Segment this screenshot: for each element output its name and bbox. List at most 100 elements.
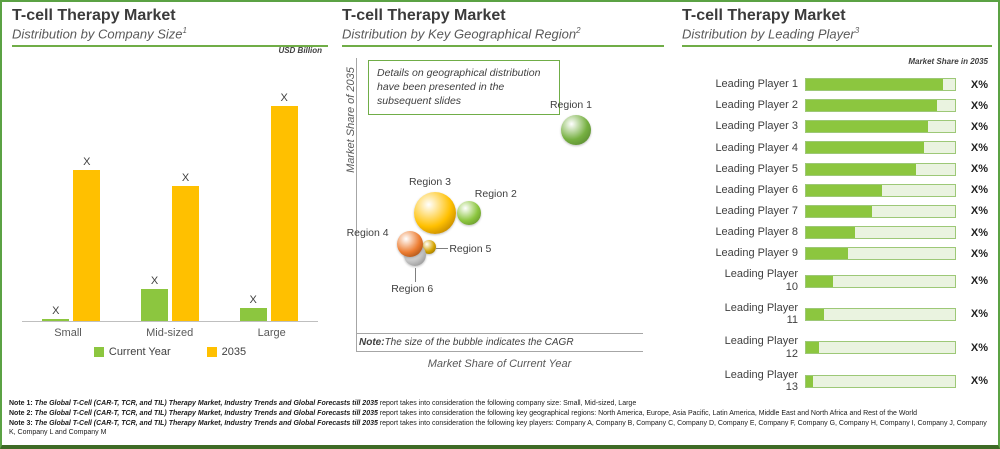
player-bar-track [805,78,956,91]
player-row: Leading Player 5 X% [686,162,990,176]
callout-box: Details on geographical distribution hav… [368,60,560,115]
player-row: Leading Player 13 X% [686,369,990,394]
player-bar-fill [806,100,938,112]
player-label: Leading Player 9 [715,247,798,260]
player-value-label: X% [970,184,988,197]
usd-billion-label: USD Billion [278,46,322,55]
panel1-subtitle: Distribution by Company Size1 [12,26,328,41]
footnote-2-text: report takes into consideration the foll… [379,409,918,417]
bar-current-year [239,308,267,321]
player-bar-fill [806,121,929,133]
panel3-footnote-ref: 3 [854,26,860,36]
player-bar-track [805,162,956,176]
player-label: Leading Player 6 [715,183,798,196]
player-value-label: X% [970,375,988,388]
player-bar-track [805,341,956,355]
player-value-label: X% [970,275,988,288]
bar-value-label: X [181,172,190,184]
footnote-3: Note 3: The Global T-Cell (CAR-T, TCR, a… [9,419,993,439]
player-value-label: X% [970,226,988,239]
player-value-label: X% [970,308,988,321]
player-bar-track [805,247,956,261]
player-row: Leading Player 6 X% [686,183,990,197]
panel2-subtitle: Distribution by Key Geographical Region2 [342,26,664,41]
footnote-3-label: Note 3: [9,419,33,427]
panel1-header-underline [12,44,328,47]
panel1-title: T-cell Therapy Market [12,7,176,24]
footnote-2-label: Note 2: [9,409,33,417]
panel3-subtitle: Distribution by Leading Player3 [682,26,992,41]
player-bar-fill [806,308,824,320]
player-bar-track [805,204,956,218]
bar-column: X [270,93,298,321]
player-value-label: X% [970,163,988,176]
panel2-header-underline [342,44,664,47]
player-label: Leading Player 12 [724,335,798,360]
panel1-footnote-ref: 1 [182,26,187,36]
bar-column: X [171,172,199,321]
player-bar-fill [806,184,882,196]
footnote-3-report-title: The Global T-Cell (CAR-T, TCR, and TIL) … [32,419,380,427]
bubble-region-2 [456,201,481,226]
bar-value-label: X [150,275,159,287]
player-label: Leading Player 4 [715,141,798,154]
bubble-label-region-5: Region 5 [449,242,492,255]
footnote-1-label: Note 1: [9,400,33,407]
player-row: Leading Player 4 X% [686,141,990,155]
bubble-region-5 [422,239,437,254]
footnote-1: Note 1: The Global T-Cell (CAR-T, TCR, a… [9,399,993,409]
y-axis-line [356,58,357,352]
player-bar-fill [806,342,820,354]
legend-label: 2035 [221,346,247,358]
player-row: Leading Player 11 X% [686,302,990,327]
label-connector-region-6 [415,267,417,282]
player-bar-track [805,307,956,321]
bar-2035 [73,170,101,321]
panel2-header: T-cell Therapy Market Distribution by Ke… [338,2,668,47]
panel-geographical-region: T-cell Therapy Market Distribution by Ke… [338,2,668,396]
category-label: Mid-sized [146,327,194,339]
player-label: Leading Player 3 [715,120,798,133]
bar-column: X [42,306,70,321]
player-value-label: X% [970,78,988,91]
bar-current-year [42,319,70,321]
player-label: Leading Player 13 [724,368,798,394]
player-value-label: X% [970,141,988,154]
note-text: The size of the bubble indicates the CAG… [384,337,574,348]
player-bar-track [805,99,956,113]
label-connector-region-5 [436,247,449,249]
player-label: Leading Player 8 [715,226,798,239]
player-bar-fill [806,79,944,90]
player-bar-fill [806,163,917,175]
player-label: Leading Player 5 [715,162,798,175]
bar-2035 [270,106,298,321]
panel1-subtitle-text: Distribution by Company Size [12,26,183,42]
player-value-label: X% [970,120,988,133]
player-value-label: X% [970,205,988,218]
panel2-subtitle-text: Distribution by Key Geographical Region [342,26,577,42]
footnote-1-text: report takes into consideration the foll… [379,400,637,407]
player-bar-fill [806,227,856,239]
legend-item: 2035 [206,346,247,358]
player-label: Leading Player 10 [724,268,798,294]
panel1-header: T-cell Therapy Market Distribution by Co… [8,2,332,47]
player-label: Leading Player 11 [724,301,798,327]
bar-column: X [239,295,267,321]
player-bar-track [805,141,956,155]
player-bar-track [805,183,956,197]
y-axis-label: Market Share of 2035 [345,67,357,173]
panel-company-size: T-cell Therapy Market Distribution by Co… [8,2,332,396]
panel3-header-underline [682,44,992,47]
bubble-size-note: Note: The size of the bubble indicates t… [356,333,643,352]
player-value-label: X% [970,99,988,112]
player-bar-track [805,120,956,134]
player-row: Leading Player 10 X% [686,268,990,293]
footnote-2: Note 2: The Global T-Cell (CAR-T, TCR, a… [9,409,993,419]
